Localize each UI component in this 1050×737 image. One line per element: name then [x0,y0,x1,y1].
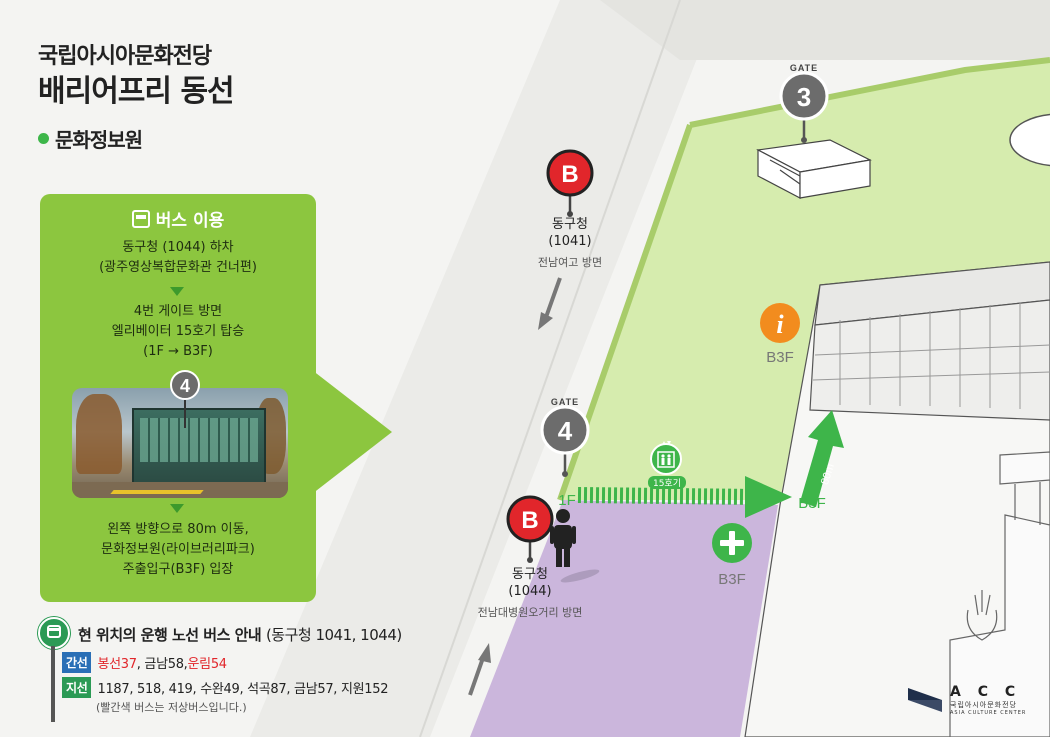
trunk-route-plain: , 금남58, [136,657,188,672]
info-letter: i [776,310,784,339]
photo-elevator-building [132,408,266,484]
accessible-zone [470,500,778,737]
elevator-icon [650,441,682,475]
gate4-word: GATE [551,397,579,407]
callout-pointer [312,370,392,494]
title-line-1: 국립아시아문화전당 [38,44,212,69]
step3-line3: 주출입구(B3F) 입장 [122,562,234,577]
trunk-route-lowfloor-2: 운림54 [187,657,228,672]
route-bus-icon [38,617,70,649]
road-arrow-down [538,277,562,330]
photo-gate-sign: 4 [170,370,200,428]
info-floor-label: B3F [766,349,794,366]
gate3-marker [779,71,829,143]
bus-stop-bottom-marker [506,495,554,563]
sculpture [966,590,998,641]
callout-heading: 버스 이용 [40,206,316,231]
elevator-photo [72,388,288,498]
step3-line1: 왼쪽 방향으로 80m 이동, [107,522,249,537]
trunk-route-lowfloor-1: 봉선37 [97,657,137,672]
bus-guide-callout: 버스 이용 동구청 (1044) 하차 (광주영상복합문화관 건너편) 4번 게… [40,194,316,602]
bus-stop-top-info: 동구청 (1041) 전남여고 방면 [520,216,620,270]
info-marker [760,303,800,343]
route-path [577,476,792,518]
acc-logo-sub: 국립아시아문화전당 [950,701,1017,709]
step1-line2: (광주영상복합문화관 건너편) [99,260,257,275]
road-arrow-up [468,643,491,696]
plaza-edge [689,57,1050,128]
elevator-label-bg [648,476,686,489]
callout-heading-text: 버스 이용 [155,211,225,231]
step-arrow-1-icon [170,287,184,296]
page-title: 배리어프리 동선 [38,74,235,109]
trunk-badge: 간선 [62,652,92,673]
elevator-label: 15호기 [653,478,681,489]
bus-stop-bottom-letter: B [521,507,538,534]
bus-stop-top-letter: B [561,161,578,188]
route-title: 현 위치의 운행 노선 버스 안내 (동구청 1041, 1044) [78,624,402,645]
step-arrow-2-icon [170,504,184,513]
gate4-number: 4 [558,416,573,446]
step2-line1: 4번 게이트 방면 [133,304,223,319]
step2-line3: (1F → B3F) [143,344,213,359]
acc-logo-sub-en: ASIA CULTURE CENTER [950,710,1027,716]
section-dot-icon [38,133,49,144]
bus-stop-bottom-info: 동구청 (1044) 전남대병원오거리 방면 [460,566,600,620]
arrow-b3f-label: B3F [798,495,826,512]
gate3-word: GATE [790,63,818,73]
road-top [600,0,1050,60]
trunk-route-row: 간선 봉선37, 금남58, 운림54 [62,652,227,673]
route-arrow-80m [800,410,844,507]
road-diagonal [250,0,720,737]
acc-logo-name: A C C [950,684,1022,700]
route-title-text: 현 위치의 운행 노선 버스 안내 [78,626,262,644]
bus-icon [131,210,150,228]
bus-stop-bottom-name: 동구청 [512,567,548,582]
photo-tree-left [76,394,122,474]
stair-structure [756,139,872,199]
building-windows [812,303,1050,409]
bus-stop-top-name: 동구청 [552,217,588,232]
step3-line2: 문화정보원(라이브러리파크) [101,542,255,557]
photo-yellow-line [110,490,204,494]
current-location-person [550,509,600,583]
route-title-suffix: (동구청 1041, 1044) [265,626,402,644]
step1-line1: 동구청 (1044) 하차 [122,240,234,255]
medical-floor-label: B3F [718,571,746,588]
acc-logo-icon [908,688,942,712]
branch-badge: 지선 [62,677,92,698]
medical-marker [712,523,752,563]
building-lower [949,451,1050,737]
branch-route-row: 지선 1187, 518, 419, 수완49, 석곡87, 금남57, 지원1… [62,677,389,698]
route-stem [51,646,55,722]
bus-stop-bottom-direction: 전남대병원오거리 방면 [477,606,583,619]
bus-stop-top-code: (1041) [548,234,592,249]
photo-gate-number: 4 [180,376,190,396]
floor-1f-label: 1F [558,492,576,509]
sunken-court [1009,113,1050,167]
branch-routes: 1187, 518, 419, 수완49, 석곡87, 금남57, 지원152 [97,682,389,697]
step2-line2: 엘리베이터 15호기 탑승 [111,324,245,339]
section-text: 문화정보원 [55,128,143,152]
plaza-area [560,60,1050,500]
gate4-marker [540,405,590,477]
section-label: 문화정보원 [38,124,143,153]
road-line [419,0,681,737]
lowfloor-note: (빨간색 버스는 저상버스입니다.) [96,701,247,714]
bus-stop-top-direction: 전남여고 방면 [537,256,603,269]
gate3-number: 3 [797,82,811,112]
bus-stop-top-marker [546,149,594,217]
bus-stop-bottom-code: (1044) [508,584,552,599]
acc-logo: A C C 국립아시아문화전당 ASIA CULTURE CENTER [908,684,1026,716]
